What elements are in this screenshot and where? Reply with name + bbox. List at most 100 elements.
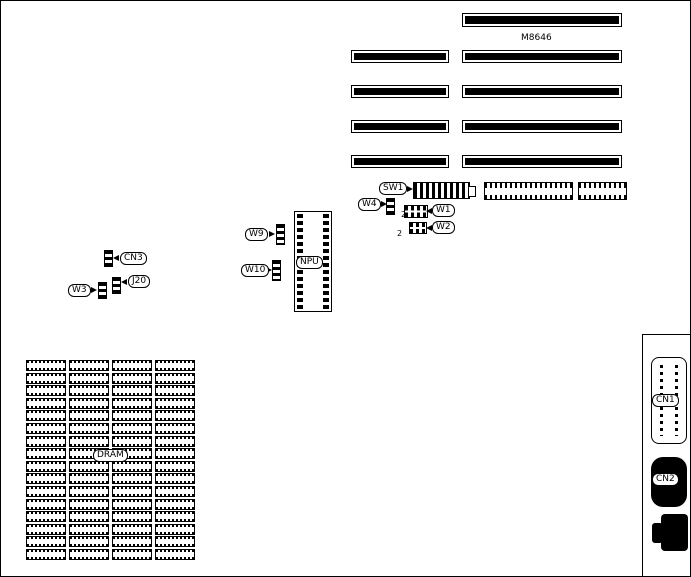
callout-w3: W3 (68, 284, 91, 297)
dram-chip (112, 436, 152, 447)
callout-j20: J20 (128, 275, 151, 288)
dram-chip (26, 461, 66, 472)
dram-chip (69, 398, 109, 409)
expansion-slot (351, 155, 449, 168)
dram-chip (69, 511, 109, 522)
dram-chip (69, 536, 109, 547)
dram-chip (69, 499, 109, 510)
dram-chip (26, 549, 66, 560)
dram-chip (112, 511, 152, 522)
dram-chip (112, 473, 152, 484)
callout-sw1: SW1 (379, 182, 408, 195)
expansion-slot (462, 50, 622, 63)
dram-chip (26, 423, 66, 434)
w9-jumper (276, 224, 285, 245)
dram-chip (112, 499, 152, 510)
dram-chip (155, 385, 195, 396)
dram-chip (155, 524, 195, 535)
dram-chip (26, 473, 66, 484)
dram-chip (26, 398, 66, 409)
arrow-icon (121, 279, 127, 285)
dram-chip (69, 423, 109, 434)
dram-chip (155, 373, 195, 384)
dram-chip (155, 448, 195, 459)
dram-chip (155, 511, 195, 522)
dram-chip (69, 373, 109, 384)
dram-chip (155, 398, 195, 409)
dram-chip (69, 461, 109, 472)
arrow-icon (426, 225, 432, 231)
w3-jumper (98, 282, 107, 299)
dram-chip (112, 536, 152, 547)
dram-chip (26, 511, 66, 522)
callout-npu: NPU (296, 256, 323, 269)
cn3-header (104, 250, 113, 267)
dram-chip (69, 486, 109, 497)
dram-chip (155, 499, 195, 510)
board-edge-line (642, 334, 643, 576)
arrow-icon (426, 208, 432, 214)
arrow-icon (381, 201, 387, 207)
dram-chip (112, 524, 152, 535)
board-model-label: M8646 (521, 33, 552, 43)
dram-chip (112, 398, 152, 409)
sw1-dip-switch (413, 182, 476, 199)
dram-chip (26, 499, 66, 510)
dram-chip (26, 436, 66, 447)
w1-jumper (404, 205, 428, 218)
dram-chip (112, 373, 152, 384)
callout-cn2: CN2 (652, 473, 679, 486)
callout-cn1: CN1 (652, 394, 679, 407)
dram-chip (26, 360, 66, 371)
expansion-slot (351, 120, 449, 133)
callout-cn3: CN3 (120, 252, 147, 265)
j20-header (112, 277, 121, 294)
dram-chip (26, 524, 66, 535)
dram-chip (155, 360, 195, 371)
callout-w2: W2 (432, 221, 455, 234)
dram-chip (155, 461, 195, 472)
arrow-icon (113, 255, 119, 261)
dram-chip (155, 436, 195, 447)
dram-chip (155, 473, 195, 484)
expansion-slot (462, 120, 622, 133)
dram-chip (69, 410, 109, 421)
w2-jumper (409, 222, 427, 234)
w4-jumper (386, 198, 395, 215)
arrow-icon (407, 186, 413, 192)
dram-chip (26, 385, 66, 396)
dram-chip (69, 524, 109, 535)
dram-chip (26, 410, 66, 421)
w2-pin2-label: 2 (397, 229, 403, 238)
callout-w1: W1 (432, 204, 455, 217)
callout-w10: W10 (241, 264, 270, 277)
expansion-slot (351, 85, 449, 98)
dram-chip (69, 385, 109, 396)
callout-w9: W9 (245, 228, 268, 241)
dram-chip (69, 436, 109, 447)
dram-chip (69, 473, 109, 484)
dram-chip (112, 549, 152, 560)
arrow-icon (91, 287, 97, 293)
jack-connector (652, 514, 688, 551)
expansion-slot (351, 50, 449, 63)
pin-header-block (578, 182, 627, 200)
expansion-slot (462, 13, 622, 27)
dram-chip (26, 373, 66, 384)
dram-chip (112, 385, 152, 396)
dram-chip (112, 360, 152, 371)
dram-chip (155, 486, 195, 497)
dram-chip (155, 536, 195, 547)
w10-jumper (272, 260, 281, 281)
dram-chip (69, 549, 109, 560)
dram-chip (69, 360, 109, 371)
dram-chip (26, 536, 66, 547)
dram-chip (112, 461, 152, 472)
pin-header-block (484, 182, 573, 200)
dram-chip (155, 410, 195, 421)
dram-chip (112, 410, 152, 421)
dram-chip (26, 448, 66, 459)
expansion-slot (462, 85, 622, 98)
dram-chip (112, 486, 152, 497)
